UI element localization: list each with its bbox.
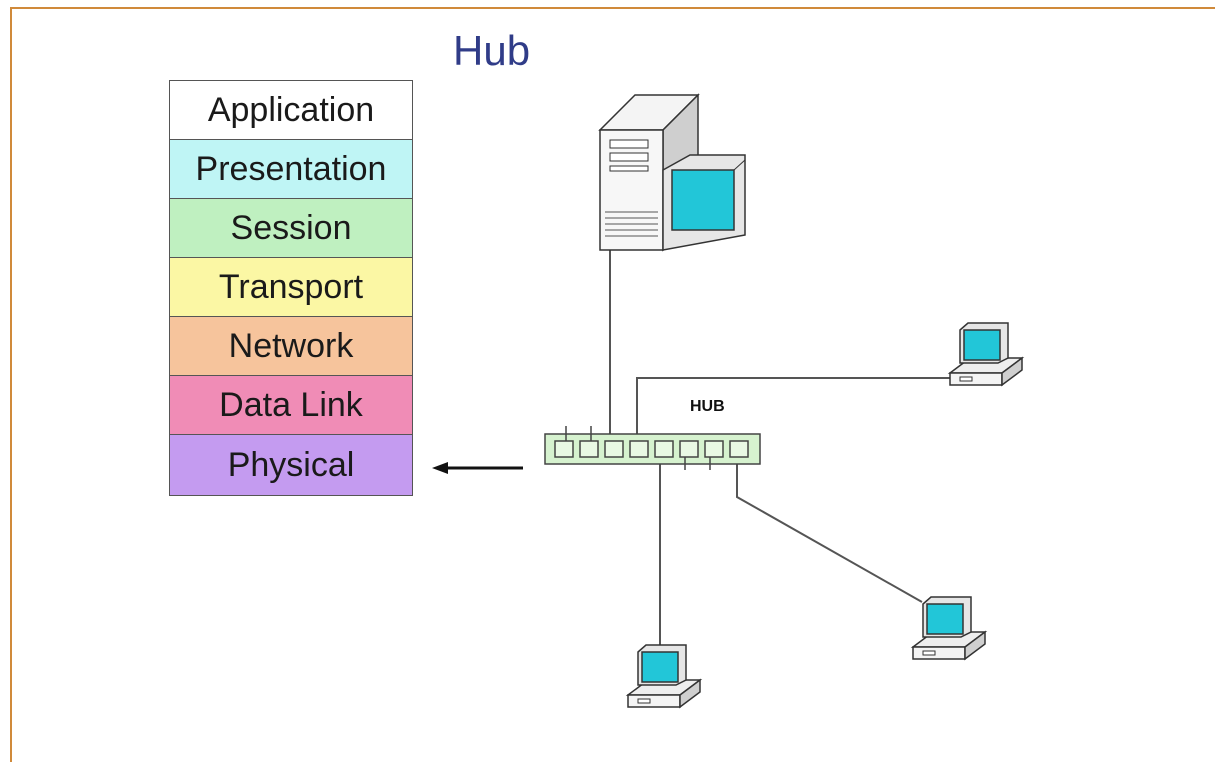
workstation-right-icon	[947, 322, 1025, 387]
osi-layer-stack: Application Presentation Session Transpo…	[169, 80, 413, 496]
arrow-to-physical-layer	[432, 462, 523, 474]
osi-layer-network: Network	[170, 317, 412, 376]
osi-layer-transport: Transport	[170, 258, 412, 317]
hub-label: HUB	[690, 398, 725, 415]
hub-device-icon	[544, 426, 761, 470]
osi-layer-physical: Physical	[170, 435, 412, 495]
osi-layer-data-link: Data Link	[170, 376, 412, 435]
diagram-title: Hub	[453, 27, 531, 74]
osi-layer-application: Application	[170, 81, 412, 140]
cable-right-pc	[636, 377, 950, 438]
osi-layer-presentation: Presentation	[170, 140, 412, 199]
hub-ports	[554, 440, 749, 458]
osi-layer-session: Session	[170, 199, 412, 258]
cable-lower-right-pc	[736, 462, 923, 603]
workstation-bottom-icon	[625, 644, 703, 709]
network-cables	[609, 248, 950, 648]
workstation-lower-right-icon	[910, 596, 988, 661]
server-computer-icon	[598, 93, 746, 252]
